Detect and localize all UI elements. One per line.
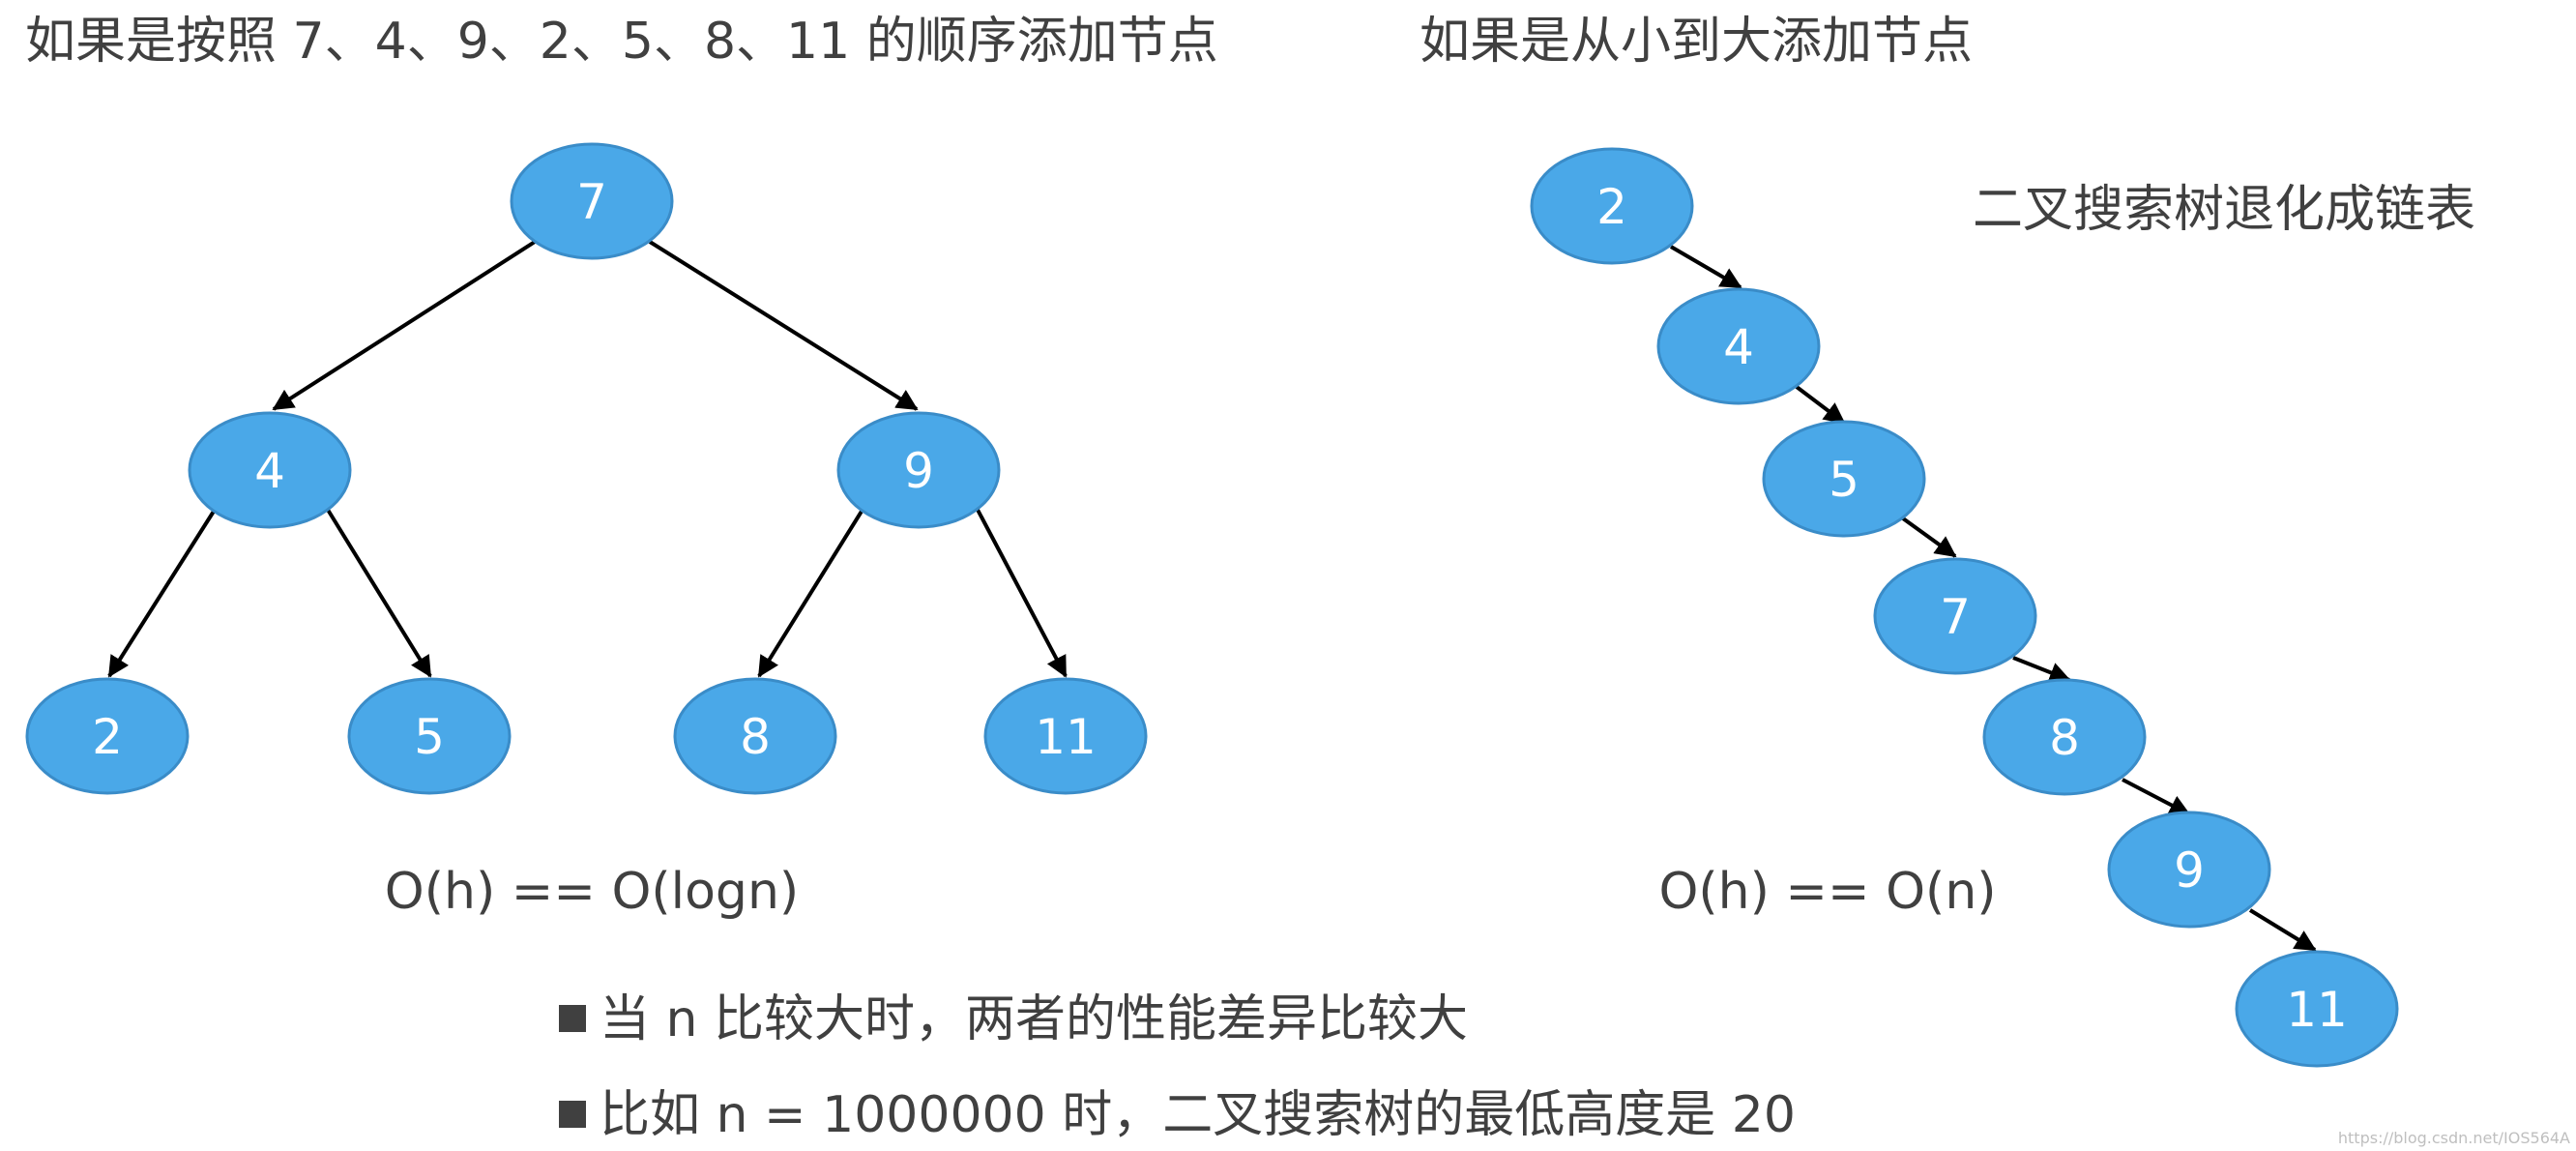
bullet-text: 当 n 比较大时，两者的性能差异比较大 [600, 990, 1469, 1048]
square-bullet-icon [559, 1005, 586, 1032]
node-label: 4 [1723, 319, 1754, 375]
node-label: 9 [903, 443, 934, 499]
edge-4-5 [1795, 385, 1846, 425]
chain-node: 9 [2107, 811, 2271, 929]
node-label: 11 [1035, 709, 1097, 765]
node-label: 4 [254, 443, 285, 499]
edge-8-9 [2122, 778, 2191, 816]
edge-7-9 [648, 240, 919, 411]
tree-node: 7 [510, 142, 674, 260]
chain-node: 5 [1762, 420, 1926, 538]
node-label: 2 [1596, 179, 1627, 235]
chain-node: 11 [2235, 950, 2399, 1068]
tree-node: 2 [25, 677, 190, 795]
node-label: 8 [2049, 710, 2080, 766]
square-bullet-icon [559, 1101, 586, 1128]
node-label: 9 [2174, 842, 2205, 899]
edge-5-7 [1901, 516, 1957, 558]
chain-complexity: O(h) == O(n) [1658, 863, 1996, 921]
node-label: 7 [1940, 589, 1971, 645]
source-credit: https://blog.csdn.net/IOS564A [2337, 1129, 2570, 1147]
bullet-item: 比如 n = 1000000 时，二叉搜索树的最低高度是 20 [559, 1081, 1796, 1149]
tree-node: 5 [347, 677, 512, 795]
node-label: 8 [740, 709, 771, 765]
balanced-complexity: O(h) == O(logn) [385, 863, 799, 921]
bullet-text: 比如 n = 1000000 时，二叉搜索树的最低高度是 20 [600, 1086, 1796, 1144]
edge-4-2 [107, 508, 217, 678]
edge-7-4 [272, 240, 537, 411]
balanced-tree-nodes: 7 4 9 2 5 8 11 [25, 142, 1148, 795]
tree-node: 11 [983, 677, 1148, 795]
balanced-tree-edges [107, 240, 1068, 678]
chain-edges [1669, 245, 2317, 952]
chain-node: 8 [1982, 678, 2147, 796]
left-heading: 如果是按照 7、4、9、2、5、8、11 的顺序添加节点 [25, 13, 1218, 71]
chain-nodes: 2 4 5 7 8 9 11 [1530, 147, 2399, 1068]
edge-4-5 [326, 508, 432, 678]
edge-2-4 [1669, 245, 1742, 289]
chain-node: 7 [1873, 557, 2037, 675]
node-label: 5 [414, 709, 445, 765]
tree-node: 4 [188, 411, 352, 529]
degenerate-note: 二叉搜索树退化成链表 [1973, 181, 2475, 239]
node-label: 2 [92, 709, 123, 765]
node-label: 7 [576, 174, 607, 230]
edge-9-8 [757, 508, 864, 678]
edge-9-11 [2248, 908, 2317, 952]
edge-9-11 [976, 509, 1068, 678]
chain-node: 4 [1656, 287, 1821, 405]
tree-node: 9 [836, 411, 1001, 529]
node-label: 11 [2286, 982, 2348, 1038]
bullet-item: 当 n 比较大时，两者的性能差异比较大 [559, 986, 1468, 1053]
edge-7-8 [2012, 656, 2071, 683]
right-heading: 如果是从小到大添加节点 [1420, 13, 1974, 71]
tree-node: 8 [673, 677, 837, 795]
chain-node: 2 [1530, 147, 1694, 265]
node-label: 5 [1829, 452, 1859, 508]
